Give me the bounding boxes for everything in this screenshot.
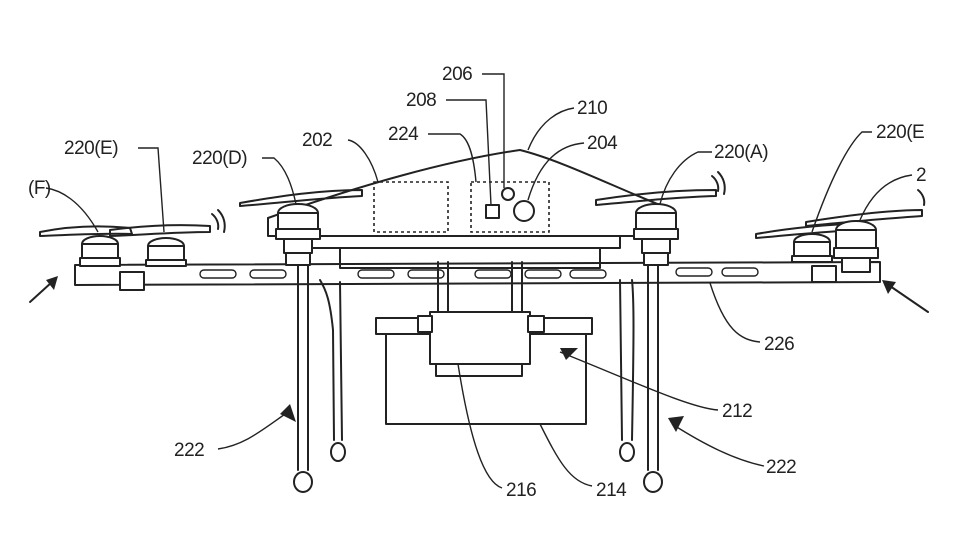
label-204: 204 [587,133,618,154]
label-220B: 220(E [876,122,924,143]
arm-foot-left [119,271,145,291]
label-212: 212 [722,401,752,422]
label-208: 208 [406,90,436,111]
component-box-202 [373,181,449,233]
label-216: 216 [506,480,536,501]
label-214: 214 [596,480,627,501]
sensor-206 [501,187,515,201]
arrowhead-222-left [280,404,296,422]
landing-gear-222 [293,264,663,493]
fuselage [267,149,661,269]
label-210: 210 [577,98,607,119]
arrowhead-212 [560,348,578,360]
frame-arm-226 [74,261,881,286]
label-220A: 220(A) [714,142,768,163]
label-222-right: 222 [766,457,796,478]
label-220F: (F) [28,178,51,199]
rotor-220C [805,189,926,273]
label-226: 226 [764,334,794,355]
rotor-220A [595,171,726,266]
leader-lines [45,73,913,489]
payload-engagement-212 [417,261,545,377]
rotor-220F [39,225,133,267]
label-202: 202 [302,130,332,151]
rotor-220D [239,189,363,266]
label-206: 206 [442,64,472,85]
component-box-224 [470,181,550,233]
label-220E: 220(E) [64,138,118,159]
label-222-left: 222 [174,440,204,461]
label-224: 224 [388,124,419,145]
arrowhead-222-right [668,416,684,432]
sensor-208 [485,204,500,219]
sensor-204 [513,200,535,222]
arm-foot-right [811,265,837,283]
label-220D: 220(D) [192,148,247,169]
airflow-arrow-left [29,276,58,303]
rotor-220E [109,209,226,267]
label-220C: 2 [916,165,926,186]
airflow-arrow-right [882,280,929,313]
